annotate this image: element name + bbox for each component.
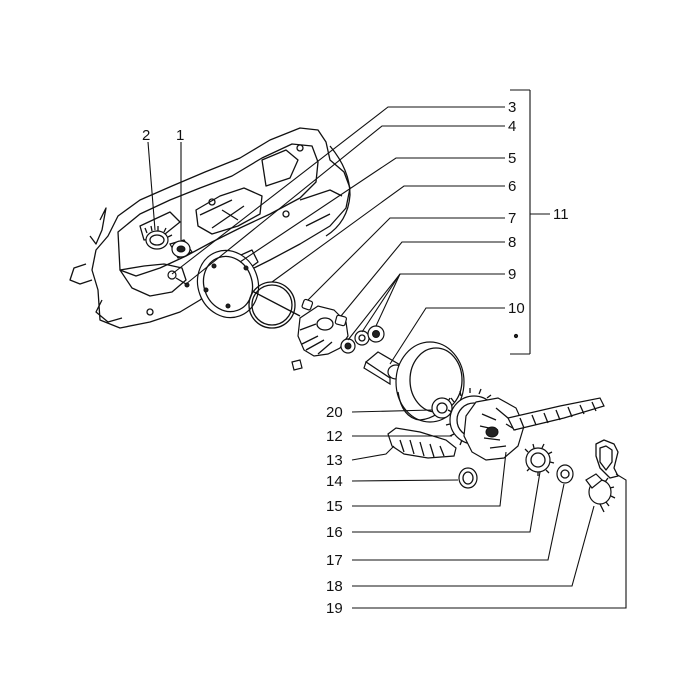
label-14: 14 xyxy=(326,473,343,490)
part-20-washer xyxy=(431,397,453,419)
part-labels: 1 2 3 4 5 6 7 8 9 10 11 20 12 13 14 15 1… xyxy=(142,99,569,617)
label-17: 17 xyxy=(326,552,343,569)
part-1-bushing xyxy=(169,239,193,259)
upper-belt xyxy=(507,397,605,431)
part-17-bearing xyxy=(556,464,574,484)
part-5-o-ring xyxy=(248,281,296,329)
part-14-seal xyxy=(458,467,478,489)
leader-lines xyxy=(147,89,627,609)
label-5: 5 xyxy=(508,150,516,167)
label-3: 3 xyxy=(508,99,516,116)
part-4-cover xyxy=(196,249,260,319)
part-16-gear xyxy=(524,443,555,476)
label-11: 11 xyxy=(553,206,569,223)
label-4: 4 xyxy=(508,118,516,135)
part-2-gear xyxy=(144,225,173,250)
label-2: 2 xyxy=(142,127,150,144)
label-7: 7 xyxy=(508,210,516,227)
label-10: 10 xyxy=(508,300,525,317)
label-15: 15 xyxy=(326,498,343,515)
part-6-variator xyxy=(253,291,349,371)
label-9: 9 xyxy=(508,266,516,283)
label-1: 1 xyxy=(176,127,184,144)
label-8: 8 xyxy=(508,234,516,251)
part-18-shaft-gear xyxy=(585,473,616,513)
label-13: 13 xyxy=(326,452,343,469)
part-15-fan-pulley xyxy=(463,397,525,461)
label-6: 6 xyxy=(508,178,516,195)
part-19-gasket xyxy=(595,439,619,479)
label-20: 20 xyxy=(326,404,343,421)
label-18: 18 xyxy=(326,578,343,595)
part-7-roller xyxy=(301,298,314,311)
label-16: 16 xyxy=(326,524,343,541)
part-13-belt xyxy=(387,427,457,459)
label-12: 12 xyxy=(326,428,343,445)
part-8-spacer xyxy=(334,314,348,327)
label-19: 19 xyxy=(326,600,343,617)
crankcase xyxy=(69,127,351,329)
